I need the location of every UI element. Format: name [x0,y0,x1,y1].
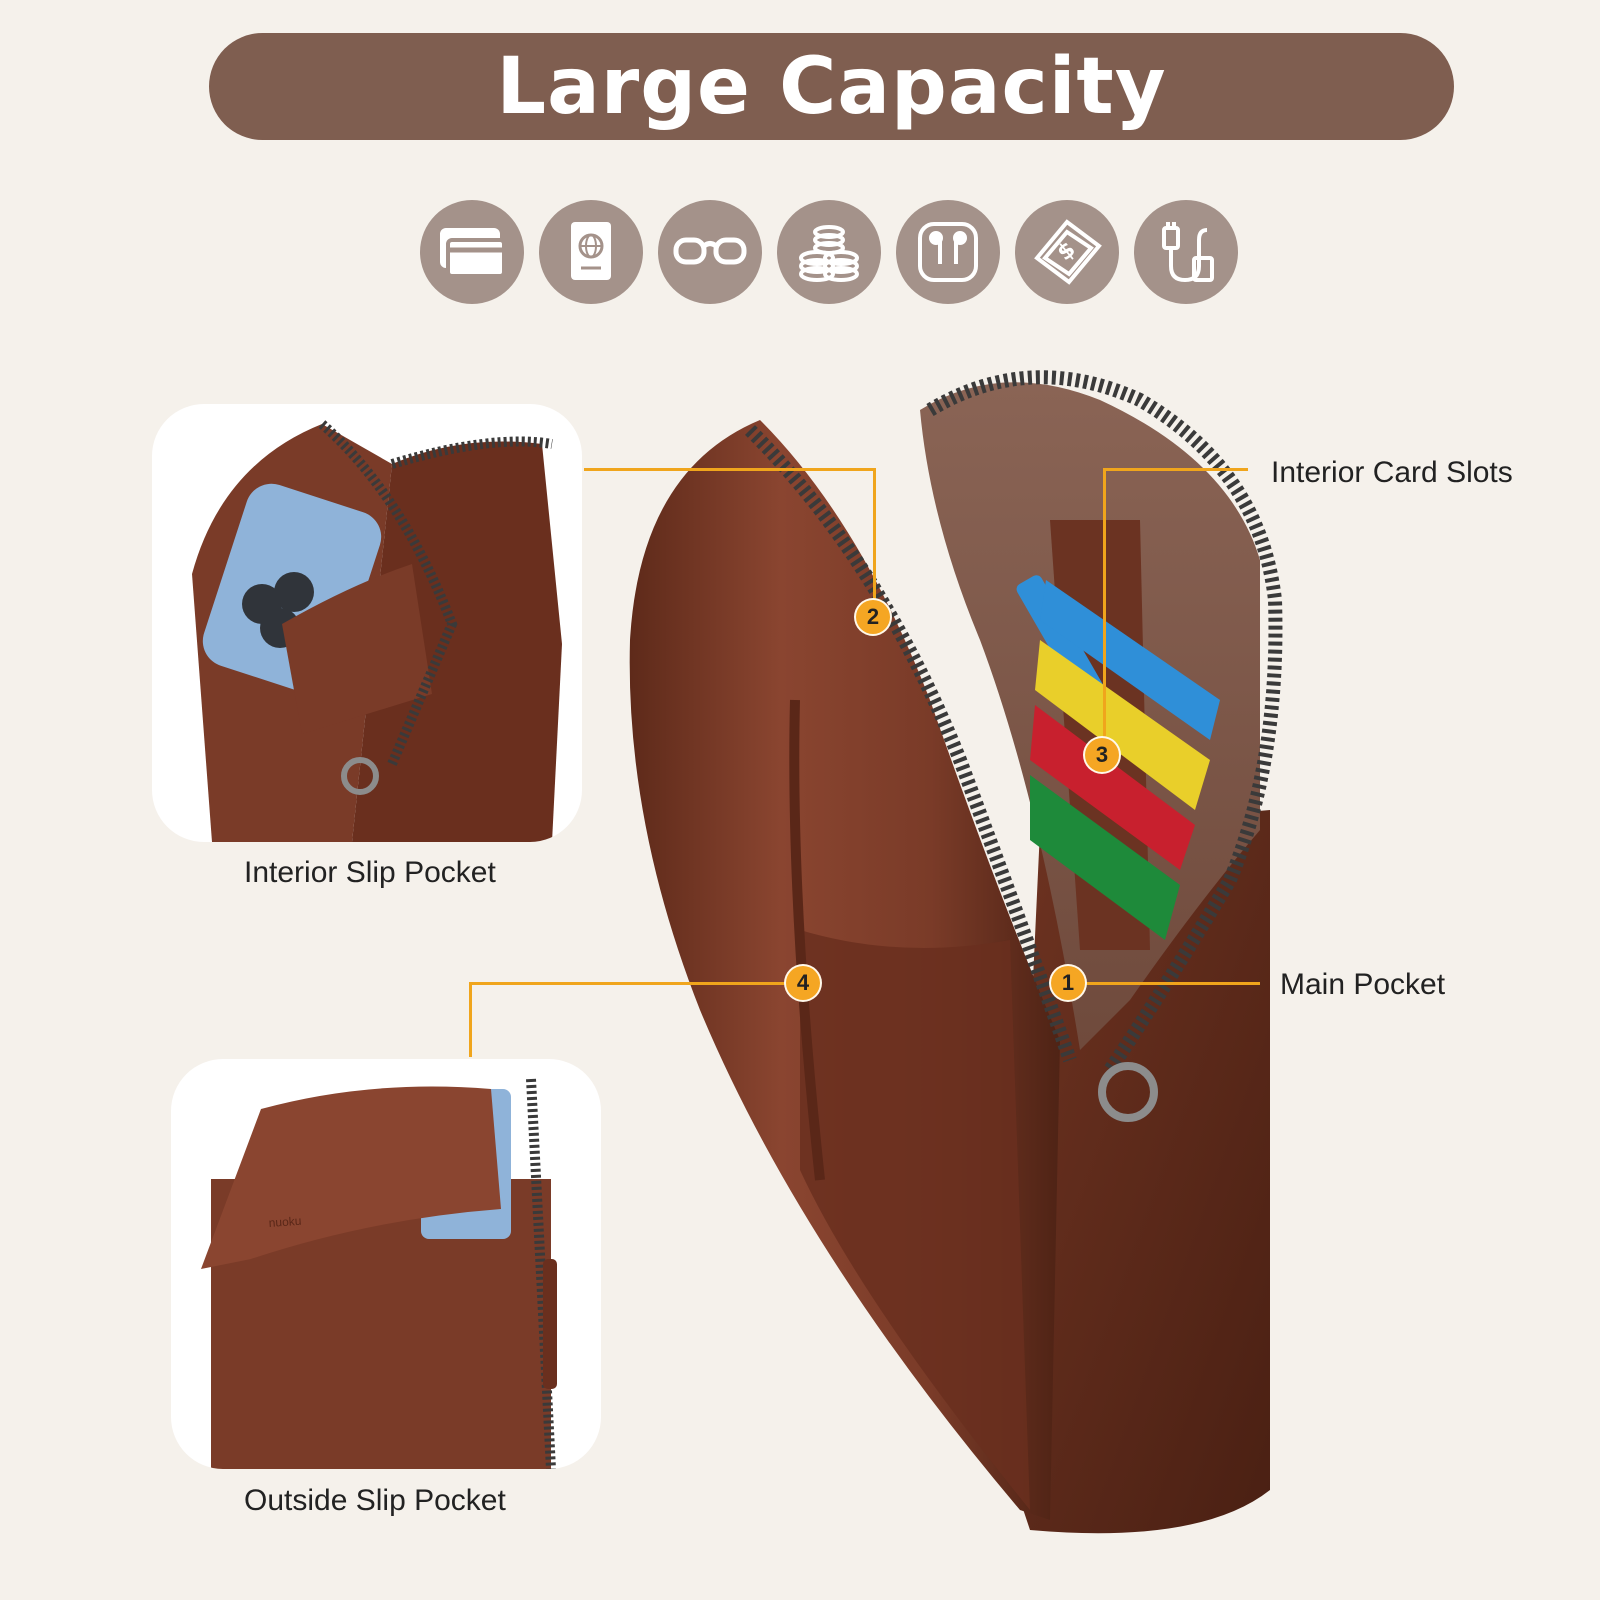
leader-line-4-vertical [469,982,472,1057]
glasses-icon [658,200,762,304]
label-main-pocket: Main Pocket [1280,968,1446,1001]
outside-pocket-flap [800,930,1030,1510]
caption-outside-slip-pocket: Outside Slip Pocket [244,1484,506,1517]
leader-line-4-horizontal [469,982,803,985]
coins-icon [777,200,881,304]
leader-line-3-vertical [1103,468,1106,758]
inset-outside-slip-pocket: nuoku [171,1059,601,1469]
page-title: Large Capacity [496,41,1167,132]
inset-interior-slip-pocket [152,404,582,842]
leader-line-2-vertical [873,468,876,616]
callout-badge-4: 4 [786,966,820,1000]
passport-icon [539,200,643,304]
caption-interior-slip-pocket: Interior Slip Pocket [244,856,496,889]
d-ring [1098,1062,1158,1122]
pocket-edge [789,699,825,1181]
zipper-left [745,425,1077,1063]
svg-text:nuoku: nuoku [268,1214,302,1230]
callout-badge-1: 1 [1051,966,1085,1000]
icon-row: $ [420,200,1240,304]
callout-badge-3: 3 [1085,738,1119,772]
label-interior-card-slots: Interior Card Slots [1271,456,1513,489]
cable-icon [1134,200,1238,304]
card-slots [1016,520,1220,950]
earbuds-icon [896,200,1000,304]
leader-line-1 [1066,982,1260,985]
leader-line-2-horizontal [584,468,876,471]
title-banner: Large Capacity [209,33,1454,140]
callout-badge-2: 2 [856,600,890,634]
cash-icon: $ [1015,200,1119,304]
cards-icon [420,200,524,304]
inset-outside-illustration: nuoku [201,1078,557,1469]
leader-line-3-horizontal [1104,468,1248,471]
pocket-flap [201,1086,501,1269]
inset-interior-illustration [192,420,562,842]
